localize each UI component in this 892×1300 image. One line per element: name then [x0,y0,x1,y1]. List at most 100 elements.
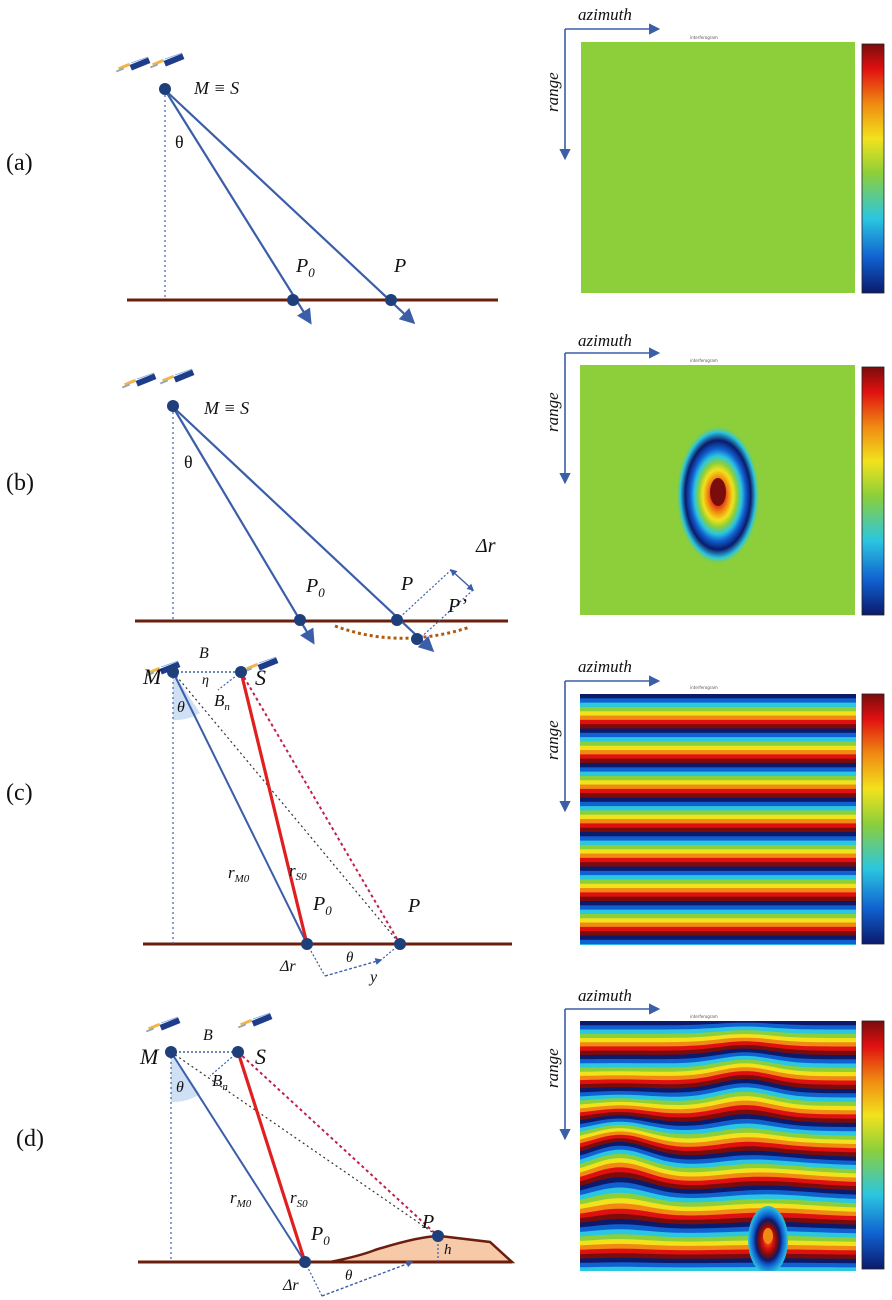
fringe-band [580,888,856,893]
satellite-icon [149,52,185,69]
fringe-band [580,1141,856,1162]
point-p [391,614,403,626]
satellite-icon [115,56,151,73]
slave-point [235,666,247,678]
range-label: range [543,72,562,112]
y-label: y [368,969,378,986]
fringe-band [580,844,856,850]
fringe-band [580,719,856,725]
point-p [432,1230,444,1242]
s-label: S [255,1044,266,1069]
p0-label: P0 [310,1223,330,1248]
fringe-band [580,806,856,812]
satellite-icon [145,1016,181,1033]
fringe-band [580,913,856,919]
bn-label: Bn [212,1071,228,1093]
fringe-band [580,797,856,803]
fringe-band [580,866,856,872]
interferogram-panel-c: azimuth range interferogram [543,657,885,945]
fringe-band [580,1262,856,1269]
fringe-band [580,706,856,712]
colorbar [861,366,885,616]
fringe-band [580,1280,856,1285]
interferogram-image [581,42,855,293]
azimuth-label: azimuth [578,657,632,676]
fringe-band [580,728,856,734]
fringe-band [580,862,856,868]
fringe-band [580,1266,856,1271]
fringe-band [580,1276,856,1281]
panel-d: (d) M S B Bn θ rM0 rS0 P0 P h Δr θ [16,1012,516,1297]
fringe-band [580,724,856,730]
fringe-band [580,1022,856,1031]
fringe-band [580,1030,856,1039]
satellite-icon [121,372,157,389]
colorbar [861,43,885,294]
fringe-band [580,801,856,807]
fringe-band [580,926,856,932]
rs0-label: rS0 [289,861,307,883]
fringe-band [580,780,856,786]
fringe-band [580,763,856,768]
fringe-band [580,1284,856,1289]
fringe-band [580,1253,856,1260]
dr-label: Δr [282,1277,299,1294]
interferogram-image [580,694,856,945]
fringe-band [580,853,856,859]
p0-label: P0 [305,575,325,600]
p-label: P [421,1211,434,1233]
h-label: h [444,1242,452,1258]
satellite-icon [159,368,195,385]
fringe-band [580,745,856,751]
ray-m-p0 [170,1051,306,1263]
fringe-band [580,1257,856,1264]
azimuth-label: azimuth [578,5,632,24]
ray-s-p0 [236,1051,307,1263]
panel-a-label: (a) [6,150,33,176]
ray-m-p [172,671,401,945]
fringe-band [580,905,856,911]
subsidence-bowl [334,624,471,640]
terrain-relief [329,1234,516,1264]
p-label: P [407,895,420,917]
fringe-band [580,823,856,829]
fringe-band [580,840,856,846]
panel-b: (b) M ≡ S θ P0 P P’ Δr [6,368,508,653]
p0-label: P0 [295,255,315,280]
fringe-band [580,1293,856,1298]
satellite-point [167,400,179,412]
fringe-band [580,732,856,738]
fringe-band [580,702,856,708]
fringe-band [580,1271,856,1277]
dr-guide [417,589,474,641]
fringe-band [580,784,856,790]
fringe-band [580,1021,856,1022]
point-p [394,938,406,950]
fringe-band [580,875,856,881]
ray-s-p0 [239,671,309,945]
fringe-band [580,1289,856,1294]
fringe-band [580,1145,856,1166]
satellite-point [159,83,171,95]
fringe-band [580,836,856,842]
fringe-band [580,849,856,855]
fringe-band [580,935,856,941]
fringe-band [580,741,856,747]
fringe-band [580,1131,856,1149]
point-p0 [287,294,299,306]
fringe-band [580,793,856,799]
fringe-band [580,1128,856,1145]
b-label: B [203,1027,213,1044]
m-label: M [139,1044,160,1069]
fringe-band [580,901,856,906]
fringe-band [580,754,856,760]
s-label: S [255,665,266,690]
ray-p0 [172,406,315,645]
fringe-band [580,1026,856,1035]
b-label: B [199,645,209,662]
range-label: range [543,392,562,432]
fringe-band [580,922,856,928]
peak-core [763,1228,773,1244]
fringe-band [580,711,856,717]
